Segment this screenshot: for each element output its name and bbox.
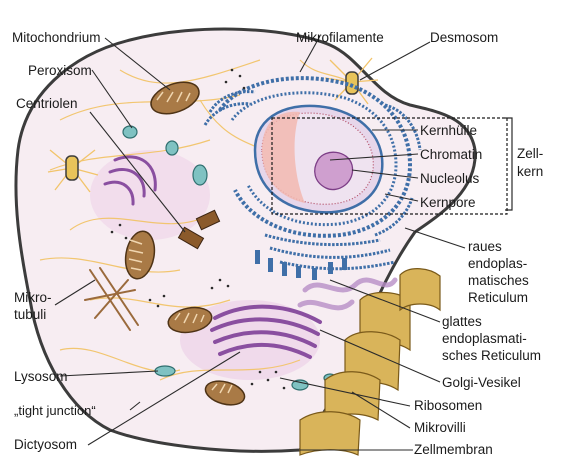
label-zellmembran: Zellmembran [414,442,493,457]
cytoplasm-shade [90,150,210,240]
label-raues-er-4: Reticulum [468,290,528,305]
label-mikrotubuli-1: Mikro- [14,290,52,305]
label-peroxisom: Peroxisom [28,63,92,78]
label-raues-er-2: endoplas- [468,256,527,271]
label-ribosomen: Ribosomen [414,398,482,413]
label-lysosom: Lysosom [14,369,68,384]
label-glattes-er-3: sches Reticulum [442,348,541,363]
label-raues-er-3: matisches [468,273,529,288]
label-chromatin: Chromatin [420,147,482,162]
label-zellkern-1: Zell- [517,146,543,161]
label-raues-er-1: raues [468,239,502,254]
label-desmosom: Desmosom [430,30,498,45]
label-mitochondrium: Mitochondrium [12,30,101,45]
label-glattes-er-1: glattes [442,314,482,329]
label-dictyosom: Dictyosom [14,437,77,452]
label-centriolen: Centriolen [16,96,78,111]
label-tight-junction: „tight junction“ [14,403,96,418]
label-mikrovilli: Mikrovilli [414,420,466,435]
label-glattes-er-2: endoplasmati- [442,331,527,346]
zellkern-bracket [505,118,512,210]
label-mikrofilamente: Mikrofilamente [296,30,384,45]
label-nucleolus: Nucleolus [420,171,480,186]
label-kernpore: Kernpore [420,195,476,210]
label-mikrotubuli-2: tubuli [14,307,46,322]
label-zellkern-2: kern [517,164,543,179]
label-golgi-vesikel: Golgi-Vesikel [442,375,521,390]
label-kernhuelle: Kernhülle [420,123,477,138]
